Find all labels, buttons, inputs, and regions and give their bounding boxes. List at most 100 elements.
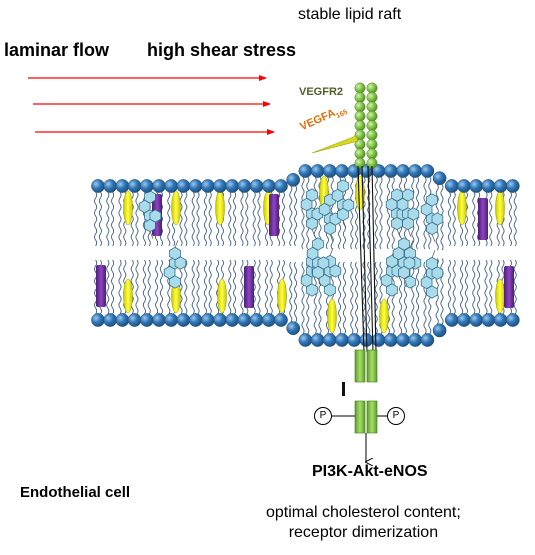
lipid-tail (355, 261, 359, 335)
lipid-head (139, 313, 154, 327)
cholesterol-ring (426, 256, 438, 271)
lipid-head (493, 179, 508, 193)
lipid-tail (350, 176, 354, 250)
lipid-head (444, 313, 459, 327)
lipid-tail (301, 261, 305, 335)
cholesterol-tail (409, 240, 414, 248)
lipid-head (200, 179, 215, 193)
receptor-bead (354, 157, 366, 169)
purple-protein (269, 194, 279, 236)
lipid-tail (111, 191, 115, 247)
lipid-head (225, 179, 240, 193)
transmembrane-helix (371, 165, 377, 353)
cholesterol-tail (329, 248, 334, 256)
cholesterol-tail (174, 240, 179, 248)
lipid-tail (452, 259, 456, 315)
lipid-head (396, 164, 410, 178)
lipid-head (481, 313, 496, 327)
lipid-tail (135, 191, 139, 247)
phosphate-right-label: P (392, 410, 400, 421)
lipid-head (408, 164, 423, 178)
lipid-tail (98, 191, 102, 247)
lipid-tail (489, 259, 493, 315)
purple-protein (478, 198, 488, 240)
lipid-head (127, 313, 142, 327)
cholesterol-tail (342, 220, 347, 228)
lipid-heads (91, 164, 520, 347)
lipid-tail (452, 191, 456, 247)
lipid-head (481, 179, 496, 193)
lipid-tail (191, 191, 195, 247)
lipid-tail (281, 191, 285, 247)
cholesterol-ring-icon (138, 190, 162, 239)
vegfr2-receptor-dimer (311, 82, 405, 462)
lipid-tail (294, 185, 298, 247)
lipid-head (322, 333, 337, 347)
high-shear-stress-label: high shear stress (147, 40, 297, 60)
cholesterol-tail (317, 278, 322, 286)
lipid-tail (228, 259, 232, 315)
lipid-tail (301, 176, 305, 250)
lipid-tail (252, 191, 256, 247)
lipid-head (420, 164, 435, 178)
lipid-tail (196, 259, 200, 315)
optimal-cholesterol-caption: optimal cholesterol content; receptor di… (266, 503, 461, 543)
receptor-bead (366, 82, 378, 94)
lipid-tail (118, 259, 122, 315)
lipid-head (469, 313, 484, 327)
vegfa-ligand (311, 135, 359, 154)
cholesterol-ring (144, 218, 156, 233)
lipid-head (261, 179, 276, 193)
lipid-tail (472, 191, 476, 247)
lipid-head (335, 164, 349, 178)
cholesterol-ring-icon (420, 193, 444, 242)
lipid-tail (155, 259, 159, 315)
lipid-tail (196, 191, 200, 247)
lipid-tail (411, 261, 415, 335)
lipid-tail (142, 259, 146, 315)
lipid-head (249, 179, 264, 193)
caption-line-2: receptor dimerization (288, 524, 439, 541)
divider-tick (342, 382, 345, 396)
cholesterol-tail (431, 234, 436, 242)
lipid-head (139, 179, 154, 193)
lipid-head (200, 313, 215, 327)
pi3k-akt-enos-label: PI3K-Akt-eNOS (312, 463, 428, 480)
cholesterol-ring (337, 207, 349, 222)
lipid-tail (264, 259, 268, 315)
lipid-tail (106, 191, 110, 247)
lipid-tail (106, 259, 110, 315)
lipid-head (457, 313, 471, 327)
lipid-tail (208, 259, 212, 315)
lipid-head (164, 313, 179, 327)
lipid-head (249, 313, 264, 327)
cholesterol-ring (426, 221, 438, 236)
lipid-head (408, 333, 423, 347)
cholesterol-ring (312, 265, 324, 280)
lipid-tail (203, 259, 207, 315)
lipid-head (505, 179, 520, 193)
lipid-head (225, 313, 240, 327)
lipid-tail (447, 191, 451, 247)
lipid-tail (464, 259, 468, 315)
cholesterol-tail (329, 234, 334, 242)
lipid-tail (513, 259, 517, 315)
lipid-tail (208, 191, 212, 247)
lipid-tail (294, 261, 298, 323)
lipid-tail (203, 191, 207, 247)
cholesterol-ring (391, 216, 403, 231)
lipid-head (457, 179, 471, 193)
lipid-head (286, 173, 301, 187)
lipid-tail (269, 259, 273, 315)
lipid-head (164, 179, 179, 193)
cholesterol-ring (324, 221, 336, 236)
yellow-protein (277, 278, 287, 314)
vegfr2-label: VEGFR2 (299, 86, 344, 98)
lipid-tail (513, 191, 517, 247)
lipid-tail (191, 259, 195, 315)
receptor-bead (354, 148, 366, 160)
receptor-bead (366, 138, 378, 150)
lipid-head (91, 313, 105, 327)
cholesterol-tail (149, 231, 154, 239)
receptor-bead (366, 101, 378, 113)
